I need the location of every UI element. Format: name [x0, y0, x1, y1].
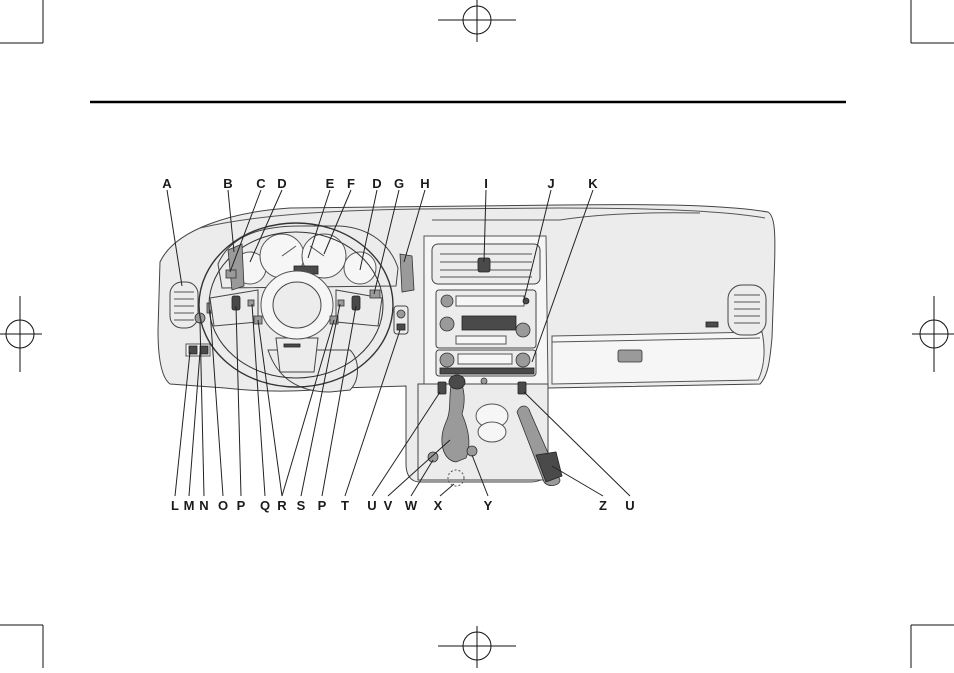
- dashboard-illustration: [158, 205, 775, 486]
- callout-label-h: H: [420, 176, 429, 191]
- callout-label-i: I: [484, 176, 488, 191]
- callout-label-k: K: [588, 176, 598, 191]
- callout-label-r: R: [277, 498, 287, 513]
- callout-label-p: P: [237, 498, 246, 513]
- registration-mark-right: [912, 296, 954, 372]
- callout-label-x: X: [434, 498, 443, 513]
- callout-label-l: L: [171, 498, 179, 513]
- callout-label-s: S: [297, 498, 306, 513]
- callout-label-m: M: [184, 498, 195, 513]
- callout-label-w: W: [405, 498, 418, 513]
- callout-label-a: A: [162, 176, 172, 191]
- callout-label-o: O: [218, 498, 228, 513]
- callout-label-p: P: [318, 498, 327, 513]
- callout-label-v: V: [384, 498, 393, 513]
- callout-label-n: N: [199, 498, 208, 513]
- callout-label-c: C: [256, 176, 266, 191]
- registration-mark-left: [0, 296, 42, 372]
- callout-label-g: G: [394, 176, 404, 191]
- callout-label-y: Y: [484, 498, 493, 513]
- top-callout-labels: A B C D E F D G H I J K: [162, 176, 598, 191]
- callout-label-u: U: [625, 498, 634, 513]
- callout-label-d: D: [372, 176, 381, 191]
- callout-label-u: U: [367, 498, 376, 513]
- callout-label-j: J: [547, 176, 554, 191]
- callout-label-q: Q: [260, 498, 270, 513]
- callout-label-e: E: [326, 176, 335, 191]
- callout-label-t: T: [341, 498, 349, 513]
- callout-label-z: Z: [599, 498, 607, 513]
- bottom-callout-labels: L M N O P Q R S P T U V W X Y Z U: [171, 498, 635, 513]
- callout-label-b: B: [223, 176, 232, 191]
- registration-mark-bottom: [438, 626, 516, 668]
- callout-label-f: F: [347, 176, 355, 191]
- registration-mark-top: [438, 0, 516, 42]
- callout-label-d: D: [277, 176, 286, 191]
